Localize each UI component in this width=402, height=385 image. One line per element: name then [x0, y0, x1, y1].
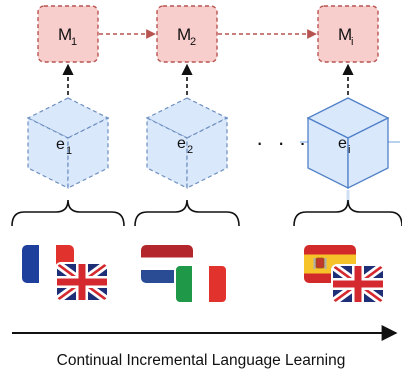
embedding-subscript-2: 2 — [187, 144, 193, 156]
model-subscript-1: 1 — [71, 36, 77, 48]
model-subscript-i: i — [351, 36, 353, 48]
brace-2 — [134, 199, 240, 227]
embedding-label-2: e — [177, 135, 186, 152]
model-label-i: M — [338, 25, 352, 44]
model-label-2: M — [177, 25, 191, 44]
embedding-cube-i: e i — [300, 97, 400, 205]
uk-flag-icon-1 — [55, 262, 109, 302]
italy-flag-icon — [174, 264, 228, 304]
embedding-subscript-i: i — [348, 144, 350, 156]
model-box-1: M 1 — [37, 5, 99, 63]
embedding-cube-1: e 1 — [26, 97, 110, 189]
caption: Continual Incremental Language Learning — [56, 352, 346, 369]
brace-i — [293, 199, 402, 227]
embedding-subscript-1: 1 — [66, 145, 72, 157]
model-box-i: M i — [317, 5, 379, 63]
embedding-label-1: e — [56, 136, 65, 153]
model-subscript-2: 2 — [190, 36, 196, 48]
brace-1 — [11, 199, 125, 227]
uk-flag-icon-2 — [331, 264, 385, 304]
model-box-2: M 2 — [156, 5, 218, 63]
model-label-1: M — [58, 25, 72, 44]
embedding-label-i: e — [338, 135, 347, 152]
embedding-cube-2: e 2 — [145, 97, 229, 189]
